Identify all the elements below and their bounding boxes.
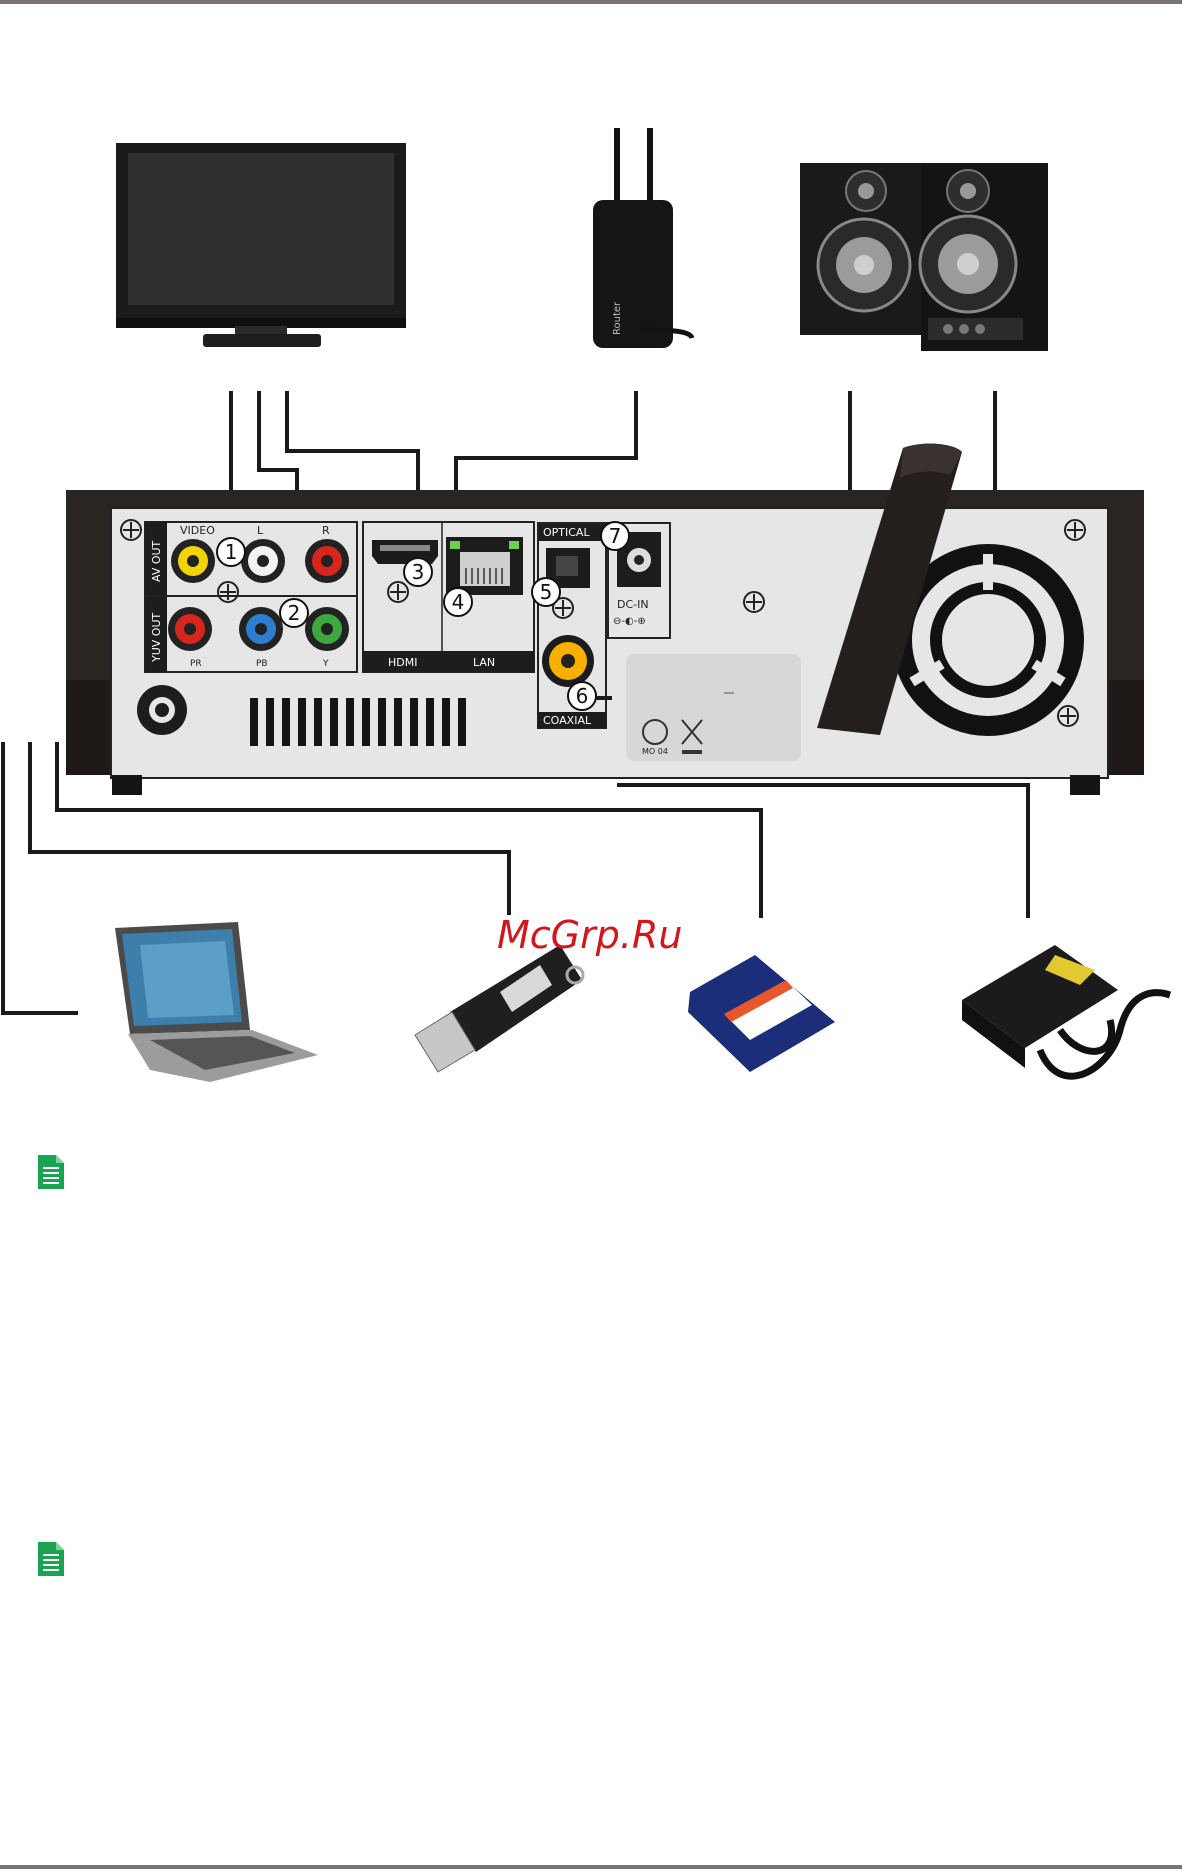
power-adapter-icon — [962, 945, 1170, 1076]
audio-left-label: L — [257, 524, 264, 537]
pr-label: PR — [190, 659, 202, 669]
svg-text:5: 5 — [540, 580, 553, 604]
sd-card-icon — [688, 955, 835, 1072]
note-document-icon — [36, 1153, 66, 1191]
cert-mark: MO 04 — [642, 747, 668, 756]
note-document-icon — [36, 1540, 66, 1578]
y-label: Y — [322, 659, 329, 669]
media-player-back-panel: AV OUT YUV OUT VIDEO L R PR PB Y — [66, 444, 1144, 795]
router-label: Router — [612, 301, 623, 335]
audio-right-label: R — [322, 524, 330, 537]
av-out-label: AV OUT — [150, 540, 163, 582]
usb-drive-icon — [415, 945, 583, 1072]
hdmi-label: HDMI — [388, 656, 417, 669]
svg-text:7: 7 — [609, 524, 622, 548]
router-icon: Router — [593, 128, 692, 348]
callout-6: 6 — [568, 682, 596, 710]
svg-text:4: 4 — [452, 590, 465, 614]
yuv-out-label: YUV OUT — [150, 612, 163, 663]
laptop-icon — [115, 922, 318, 1082]
callout-5: 5 — [532, 578, 560, 606]
dc-in-label: DC-IN — [617, 598, 649, 611]
svg-text:2: 2 — [288, 601, 301, 625]
pb-label: PB — [256, 659, 268, 669]
callout-2: 2 — [280, 599, 308, 627]
video-label: VIDEO — [180, 524, 215, 537]
callout-4: 4 — [444, 588, 472, 616]
coaxial-label: COAXIAL — [543, 714, 592, 727]
tv-icon — [116, 143, 406, 347]
speakers-icon — [800, 163, 1048, 351]
svg-text:1: 1 — [225, 540, 238, 564]
svg-text:3: 3 — [412, 560, 425, 584]
optical-label: OPTICAL — [543, 526, 590, 539]
lan-label: LAN — [473, 656, 495, 669]
svg-text:6: 6 — [576, 684, 589, 708]
watermark-text: McGrp.Ru — [497, 913, 682, 957]
callout-7: 7 — [601, 522, 629, 550]
callout-3: 3 — [404, 558, 432, 586]
callout-1: 1 — [217, 538, 245, 566]
dc-polarity-icon: ⊖-◐-⊕ — [613, 616, 646, 627]
